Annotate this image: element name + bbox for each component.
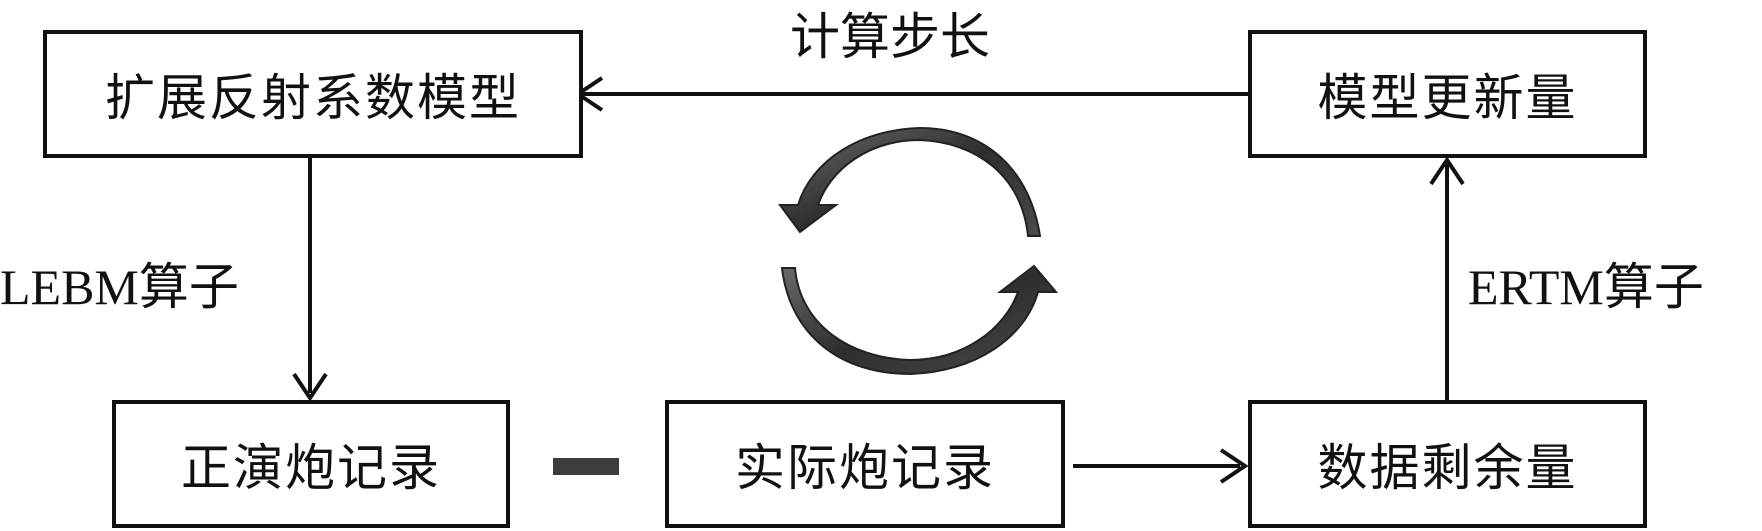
model-update-box: 模型更新量 [1248,30,1647,158]
extended-reflectivity-model-box: 扩展反射系数模型 [43,30,583,158]
data-residual-label: 数据剩余量 [1317,439,1578,497]
model-update-label: 模型更新量 [1317,69,1578,127]
cycle-icon [778,126,1059,376]
actual-shot-record-box: 实际炮记录 [665,400,1065,528]
forward-shot-record-label: 正演炮记录 [181,439,441,497]
step-length-label: 计算步长 [790,8,990,66]
lebm-arrow [292,158,328,402]
step-length-arrow [574,76,1248,112]
lebm-operator-label: LEBM算子 [0,259,239,315]
ertm-arrow [1429,156,1465,400]
actual-shot-record-label: 实际炮记录 [735,439,995,497]
minus-sign-icon [553,458,619,475]
data-residual-box: 数据剩余量 [1248,400,1647,528]
residual-arrow [1073,448,1249,484]
forward-shot-record-box: 正演炮记录 [112,400,510,528]
ertm-operator-label: ERTM算子 [1468,259,1704,315]
extended-reflectivity-model-label: 扩展反射系数模型 [105,69,521,127]
